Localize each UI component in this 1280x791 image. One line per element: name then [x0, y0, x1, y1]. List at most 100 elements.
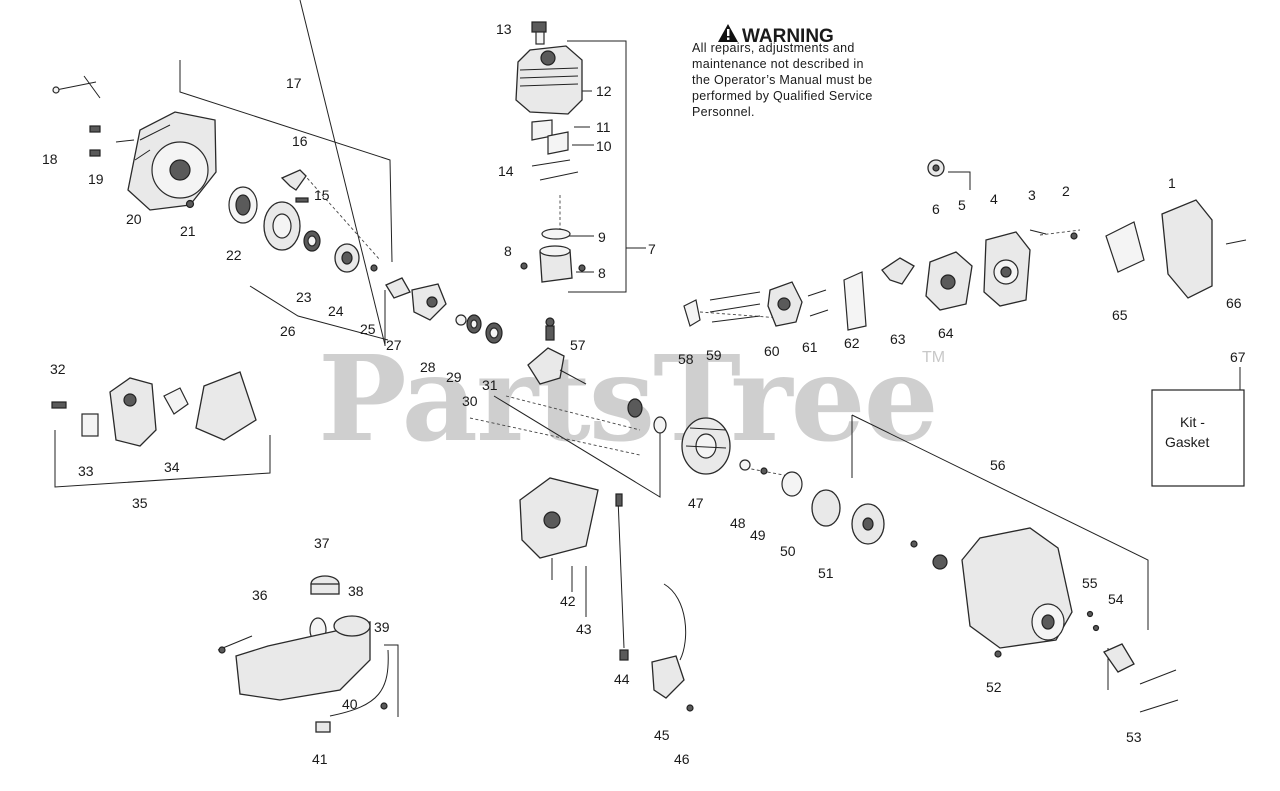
callout-number[interactable]: 11: [596, 119, 611, 135]
callout-number[interactable]: 50: [780, 543, 796, 559]
fan-housing-part[interactable]: [127, 111, 217, 211]
callout-number[interactable]: 16: [292, 133, 308, 149]
callout-number[interactable]: 64: [938, 325, 954, 341]
callout-number[interactable]: 30: [462, 393, 478, 409]
callout-number[interactable]: 1: [1168, 175, 1176, 191]
callout-number[interactable]: 28: [420, 359, 436, 375]
callout-number[interactable]: 13: [496, 21, 512, 37]
cylinder-gasket-part[interactable]: [547, 131, 569, 155]
callout-number[interactable]: 7: [648, 241, 656, 257]
callout-number[interactable]: 39: [374, 619, 390, 635]
callout-number[interactable]: 49: [750, 527, 766, 543]
callout-number[interactable]: 22: [226, 247, 242, 263]
callout-number[interactable]: 21: [180, 223, 196, 239]
throttle-rod-part[interactable]: [615, 493, 629, 661]
nut-part[interactable]: [1070, 232, 1078, 240]
intake-elbow-part[interactable]: [881, 257, 915, 285]
starter-plate-part[interactable]: [385, 277, 411, 299]
callout-number[interactable]: 53: [1126, 729, 1142, 745]
fuel-filter-part[interactable]: [315, 721, 331, 733]
crank-seal-part[interactable]: [466, 314, 482, 334]
flywheel-part[interactable]: [681, 417, 731, 475]
nut-part[interactable]: [760, 467, 768, 475]
callout-number[interactable]: 51: [818, 565, 834, 581]
cylinder-screw-part[interactable]: [531, 159, 579, 181]
callout-number[interactable]: 66: [1226, 295, 1242, 311]
screw-part[interactable]: [89, 125, 135, 157]
throttle-lever-part[interactable]: [651, 583, 694, 712]
callout-number[interactable]: 41: [312, 751, 328, 767]
washer-part[interactable]: [455, 314, 467, 326]
screw-part[interactable]: [52, 75, 101, 99]
callout-number[interactable]: 9: [598, 229, 606, 245]
kit-gasket-box[interactable]: Kit - Gasket: [1151, 389, 1245, 487]
air-filter-cover-part[interactable]: [1161, 199, 1213, 299]
callout-number[interactable]: 10: [596, 138, 612, 154]
air-filter-part[interactable]: [1105, 221, 1145, 273]
callout-number[interactable]: 18: [42, 151, 58, 167]
clutch-part[interactable]: [811, 489, 948, 570]
fuel-cap-part[interactable]: [310, 575, 340, 595]
callout-number[interactable]: 52: [986, 679, 1002, 695]
callout-number[interactable]: 32: [50, 361, 66, 377]
seal-part[interactable]: [653, 416, 667, 434]
callout-number[interactable]: 17: [286, 75, 302, 91]
callout-number[interactable]: 55: [1082, 575, 1098, 591]
callout-number[interactable]: 5: [958, 197, 966, 213]
screw-part[interactable]: [1029, 229, 1047, 235]
washer-part[interactable]: [739, 459, 751, 471]
callout-number[interactable]: 42: [560, 593, 576, 609]
air-filter-base-part[interactable]: [983, 231, 1031, 307]
fuel-tank-part[interactable]: [235, 615, 371, 701]
callout-number[interactable]: 45: [654, 727, 670, 743]
callout-number[interactable]: 67: [1230, 349, 1246, 365]
fuel-line-part[interactable]: [329, 649, 389, 717]
callout-number[interactable]: 59: [706, 347, 722, 363]
callout-number[interactable]: 25: [360, 321, 376, 337]
clip-part[interactable]: [683, 299, 701, 327]
bearing-part[interactable]: [485, 322, 503, 344]
callout-number[interactable]: 23: [296, 289, 312, 305]
callout-number[interactable]: 35: [132, 495, 148, 511]
spark-plug-part[interactable]: [531, 21, 547, 45]
muffler-gasket-part[interactable]: [163, 387, 189, 415]
starter-spring-part[interactable]: [303, 230, 321, 252]
callout-number[interactable]: 26: [280, 323, 296, 339]
callout-number[interactable]: 44: [614, 671, 630, 687]
callout-number[interactable]: 46: [674, 751, 690, 767]
callout-number[interactable]: 65: [1112, 307, 1128, 323]
piston-part[interactable]: [520, 245, 586, 283]
crankshaft-part[interactable]: [527, 317, 587, 385]
callout-number[interactable]: 6: [932, 201, 940, 217]
callout-number[interactable]: 29: [446, 369, 462, 385]
clutch-housing-part[interactable]: [961, 527, 1100, 658]
piston-ring-part[interactable]: [541, 228, 571, 240]
crankcase-part[interactable]: [519, 477, 599, 580]
pulley-hub-part[interactable]: [334, 243, 378, 273]
callout-number[interactable]: 62: [844, 335, 860, 351]
callout-number[interactable]: 8: [504, 243, 512, 259]
callout-number[interactable]: 27: [386, 337, 402, 353]
callout-number[interactable]: 37: [314, 535, 330, 551]
callout-number[interactable]: 4: [990, 191, 998, 207]
bearing-part[interactable]: [627, 398, 643, 418]
callout-number[interactable]: 2: [1062, 183, 1070, 199]
starter-pawl-part[interactable]: [280, 169, 309, 203]
callout-number[interactable]: 15: [314, 187, 330, 203]
callout-number[interactable]: 31: [482, 377, 498, 393]
screw-part[interactable]: [217, 635, 253, 654]
callout-number[interactable]: 40: [342, 696, 358, 712]
callout-number[interactable]: 43: [576, 621, 592, 637]
callout-number[interactable]: 63: [890, 331, 906, 347]
cylinder-part[interactable]: [515, 45, 583, 115]
callout-number[interactable]: 48: [730, 515, 746, 531]
callout-number[interactable]: 36: [252, 587, 268, 603]
callout-number[interactable]: 19: [88, 171, 104, 187]
callout-number[interactable]: 12: [596, 83, 612, 99]
callout-number[interactable]: 58: [678, 351, 694, 367]
callout-number[interactable]: 24: [328, 303, 344, 319]
callout-number[interactable]: 3: [1028, 187, 1036, 203]
callout-number[interactable]: 56: [990, 457, 1006, 473]
shaft-sleeve-part[interactable]: [1103, 643, 1179, 713]
callout-number[interactable]: 47: [688, 495, 704, 511]
